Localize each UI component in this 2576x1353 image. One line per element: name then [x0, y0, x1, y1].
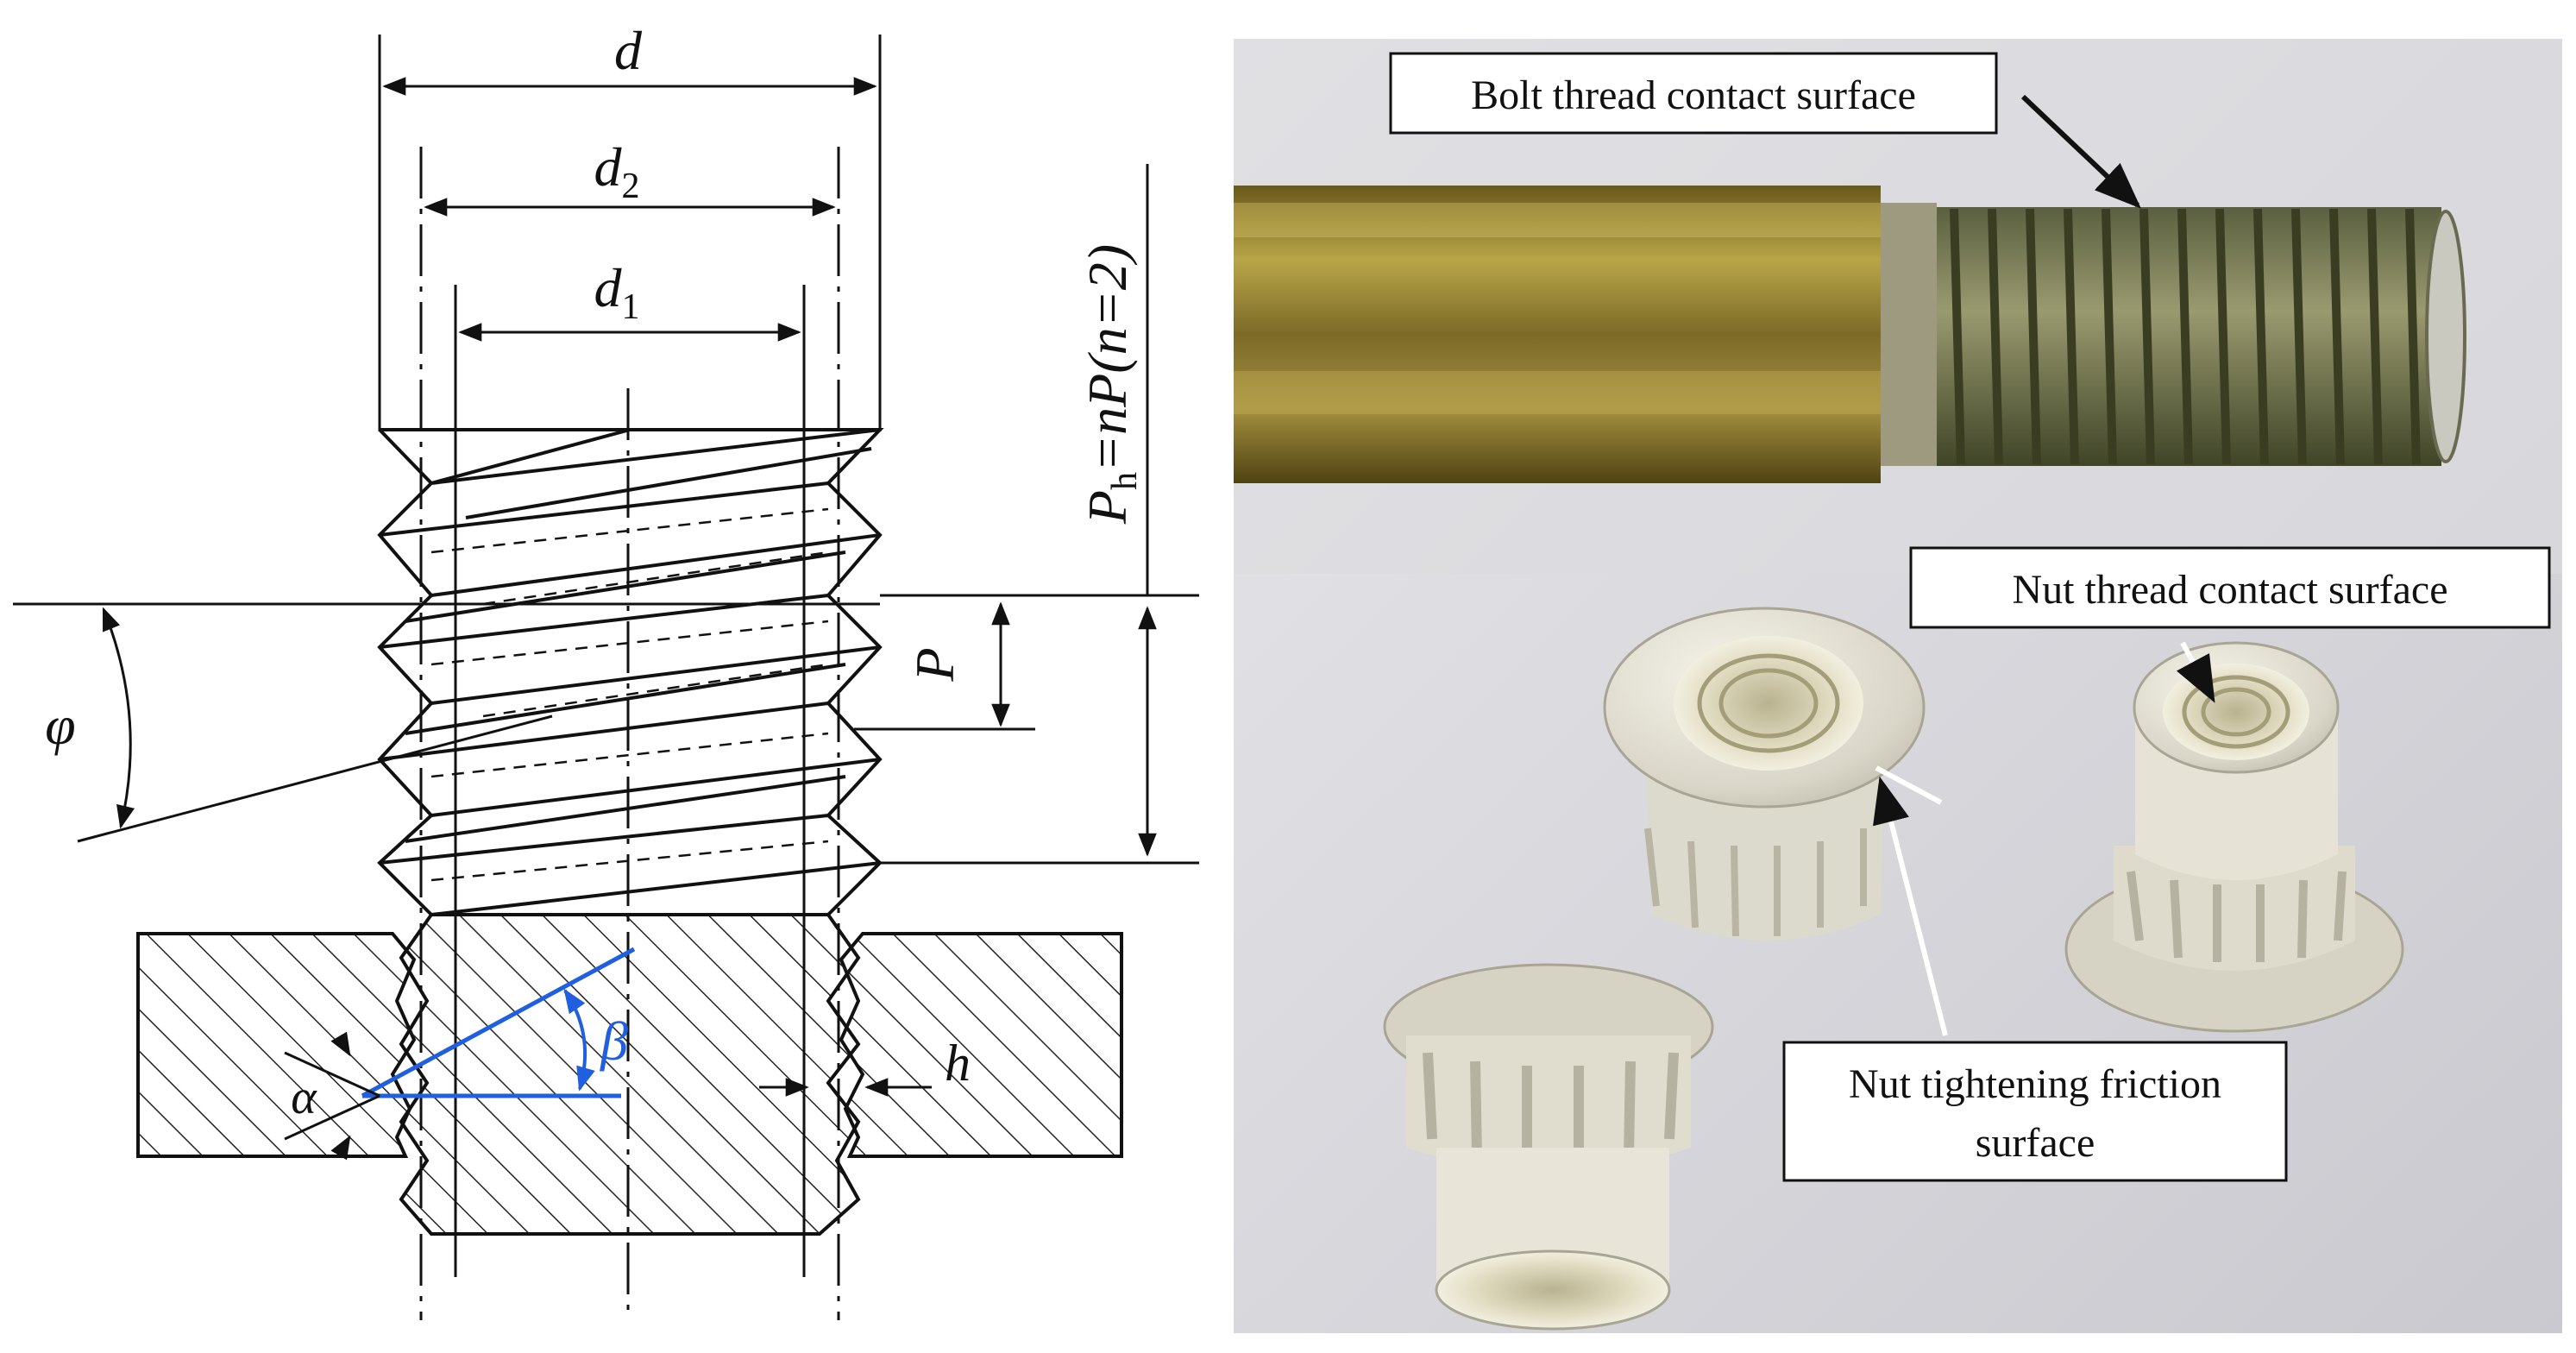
nut-front [1383, 963, 1714, 1331]
bolt-neck [1881, 203, 1937, 466]
thread-ridge [2291, 208, 2307, 465]
thread-ridge [2405, 208, 2421, 465]
thread-ridge [2102, 208, 2117, 465]
label-phi: φ [45, 695, 75, 756]
nut-section-hatched [136, 932, 1123, 1158]
label-lead: Ph=nP(n=2) [1077, 244, 1145, 525]
svg-text:d2: d2 [594, 136, 640, 206]
label-d1: d [594, 257, 623, 318]
label-alpha: α [291, 1071, 317, 1124]
label-d1-sub: 1 [622, 287, 640, 327]
label-d: d [614, 20, 643, 81]
nut-center [1603, 607, 1926, 941]
bolt-end [2425, 210, 2466, 463]
svg-text:Nut thread contact surface: Nut thread contact surface [2012, 567, 2447, 613]
svg-text:surface: surface [1976, 1120, 2095, 1166]
thread-ridge [2139, 208, 2155, 465]
bolt-callout-arrow [2020, 94, 2141, 209]
bolt-nut-photo: Bolt thread contact surface Nut thread c… [1234, 39, 2562, 1333]
thread-ridge [1988, 208, 2003, 465]
bolt [1234, 186, 2466, 483]
thread-ridge [2253, 208, 2269, 465]
bolt-thread-ridges [1950, 208, 2421, 465]
profile-angle-alpha [284, 1031, 380, 1161]
label-h: h [945, 1035, 971, 1092]
center-and-extension-lines [378, 35, 882, 1320]
lead-angle-phi [13, 602, 880, 843]
callout-nut-friction: Nut tightening friction surface [1782, 1041, 2288, 1182]
dimension-pitch [854, 594, 1199, 731]
thread-ridge [2367, 208, 2383, 465]
callout-nut-thread: Nut thread contact surface [1909, 546, 2551, 629]
thread-ridge [2177, 208, 2193, 465]
flank-angle-beta [361, 947, 636, 1098]
label-beta: β [599, 1010, 628, 1072]
thread-ridge [2215, 208, 2231, 465]
label-d2: d [594, 136, 623, 198]
hidden-thread-lines [430, 507, 829, 882]
nut-right [2064, 641, 2404, 1033]
thread-ridge [2064, 208, 2079, 465]
thread-ridge [2329, 208, 2345, 465]
label-d2-sub: 2 [622, 167, 640, 206]
label-P: P [904, 647, 965, 682]
dimension-d: d [382, 20, 877, 96]
thread-ridge [2026, 208, 2041, 465]
callout-bolt-thread: Bolt thread contact surface [1389, 52, 1998, 135]
svg-text:d1: d1 [594, 257, 640, 327]
bolt-shank [1234, 186, 1881, 483]
svg-text:Nut tightening friction: Nut tightening friction [1849, 1061, 2221, 1107]
dimension-d1: d1 [458, 257, 801, 342]
thread-geometry-diagram: d d2 d1 φ P [13, 20, 1199, 1320]
dimension-lead [880, 164, 1199, 865]
svg-text:Bolt thread contact surface: Bolt thread contact surface [1471, 72, 1916, 118]
thread-ridge [1950, 208, 1965, 465]
bolt-section-hatched [399, 913, 861, 1236]
callout-arrows [1873, 94, 2215, 1036]
dimension-d2: d2 [424, 136, 836, 217]
nut-thread-callout-arrow [2176, 641, 2215, 703]
